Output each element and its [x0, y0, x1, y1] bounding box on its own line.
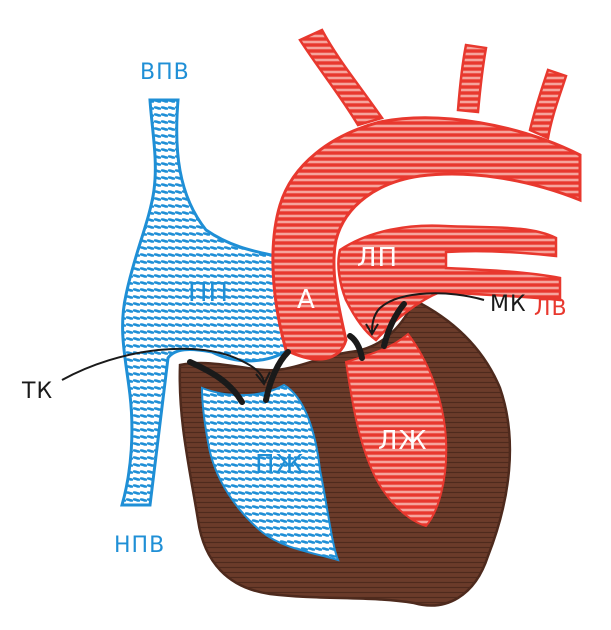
tricuspid-arrow-icon — [255, 371, 271, 386]
mitral-valve-leaflet-2 — [381, 301, 407, 349]
left-ventricle-cavity — [344, 332, 448, 528]
label-svc: ВПВ — [140, 60, 190, 85]
label-right-ventricle: ПЖ — [255, 450, 305, 480]
left-atrium-shape — [337, 224, 562, 342]
tricuspid-valve-leaflet-1 — [187, 359, 245, 405]
carotid-branch — [456, 43, 488, 114]
mitral-leader-line — [371, 292, 485, 333]
label-left-ventricle: ЛЖ — [378, 426, 428, 456]
mitral-arrow-icon — [365, 323, 379, 336]
subclavian-branch — [528, 68, 568, 140]
label-pulmonary-vein-lower: ЛВ — [534, 296, 568, 321]
label-left-atrium: ЛП — [357, 243, 399, 273]
label-aorta: А — [297, 285, 316, 315]
label-ivc: НПВ — [114, 533, 166, 558]
brachiocephalic-branch — [298, 28, 385, 127]
label-pulmonary-vein-upper: ЛВ — [498, 198, 532, 223]
aorta-shape — [271, 116, 582, 361]
venous-atrium-shape — [120, 98, 290, 507]
label-tricuspid-valve: ТК — [22, 379, 54, 404]
mitral-valve-leaflet-1 — [347, 333, 365, 361]
tricuspid-leader-line — [61, 347, 265, 383]
tricuspid-valve-leaflet-2 — [263, 349, 291, 403]
right-ventricle-cavity — [200, 383, 340, 562]
label-mitral-valve: МК — [490, 292, 527, 317]
label-right-atrium: ПП — [188, 278, 230, 308]
